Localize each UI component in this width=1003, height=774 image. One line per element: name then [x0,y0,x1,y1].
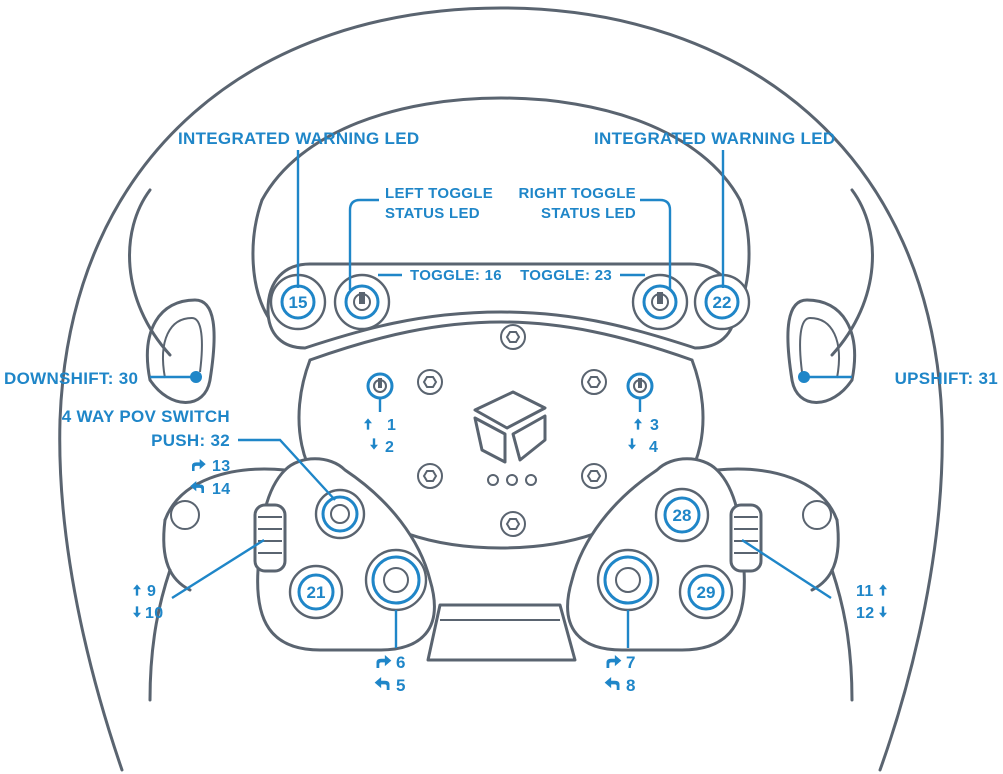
label-rotary-8: 8 [626,676,636,695]
label-pov-14: 14 [212,481,230,498]
label-right-toggle-status-led-line1: RIGHT TOGGLE [519,185,637,202]
svg-text:28: 28 [673,506,692,525]
arrow-cw-icon [376,655,392,668]
arrow-cw-icon [192,459,206,471]
label-downshift: DOWNSHIFT: 30 [4,369,138,388]
label-rotary-7: 7 [626,653,636,672]
button-22[interactable]: 22 [704,284,740,320]
label-pov-13: 13 [212,458,230,475]
label-integrated-warning-led-right: INTEGRATED WARNING LED [594,129,835,148]
arrow-cw-icon [606,655,622,668]
arrow-up-icon [879,584,887,596]
hub-bolt [581,463,607,489]
right-thumbwheel[interactable] [729,503,763,573]
button-21[interactable]: 21 [288,564,344,620]
pov-switch[interactable] [314,488,366,540]
label-thumbwheel-10: 10 [145,605,163,622]
label-toggle-23: TOGGLE: 23 [520,267,612,284]
label-thumbwheel-12: 12 [856,605,874,622]
right-hub-toggle-switch[interactable] [626,372,654,400]
lower-bridge [426,603,577,662]
label-pov-push: PUSH: 32 [151,431,230,450]
svg-text:29: 29 [697,583,716,602]
hub-bolt [500,511,526,537]
center-hub [297,320,705,550]
logo-cube-icon [473,390,547,464]
label-toggle-16: TOGGLE: 16 [410,267,502,284]
label-thumbwheel-11: 11 [856,583,874,600]
hub-bolt [417,369,443,395]
left-shift-paddle[interactable] [145,298,216,404]
hub-bolt [581,369,607,395]
right-shift-paddle[interactable] [786,298,857,404]
label-right-toggle-status-led-line2: STATUS LED [541,205,636,222]
hub-bolt [417,463,443,489]
arrow-down-icon [133,606,141,618]
button-29[interactable]: 29 [678,564,734,620]
label-rotary-5: 5 [396,676,406,695]
right-toggle-23[interactable] [642,284,678,320]
button-28[interactable]: 28 [654,487,710,543]
label-switch-4: 4 [649,439,658,456]
label-pov-switch: 4 WAY POV SWITCH [62,407,230,426]
label-thumbwheel-9: 9 [147,583,156,600]
arrow-ccw-icon [374,677,390,690]
button-15[interactable]: 15 [280,284,316,320]
hub-bolt [500,324,526,350]
left-toggle-16[interactable] [344,284,380,320]
label-left-toggle-status-led-line1: LEFT TOGGLE [385,185,493,202]
label-switch-3: 3 [650,417,659,434]
label-rotary-6: 6 [396,653,406,672]
label-upshift: UPSHIFT: 31 [895,369,998,388]
left-rotary-encoder[interactable] [364,548,428,612]
left-thumbwheel[interactable] [253,503,287,573]
left-hub-toggle-switch[interactable] [366,372,394,400]
label-switch-2: 2 [385,439,394,456]
label-left-toggle-status-led-line2: STATUS LED [385,205,480,222]
wheel-rim [58,6,944,772]
svg-text:21: 21 [307,583,326,602]
svg-text:22: 22 [713,293,732,312]
leader-lines [150,150,852,648]
arrow-down-icon [879,606,887,618]
label-switch-1: 1 [387,417,396,434]
svg-text:15: 15 [289,293,308,312]
arrow-ccw-icon [604,677,620,690]
label-integrated-warning-led-left: INTEGRATED WARNING LED [178,129,419,148]
right-rotary-encoder[interactable] [596,548,660,612]
arrow-up-icon [133,584,141,596]
